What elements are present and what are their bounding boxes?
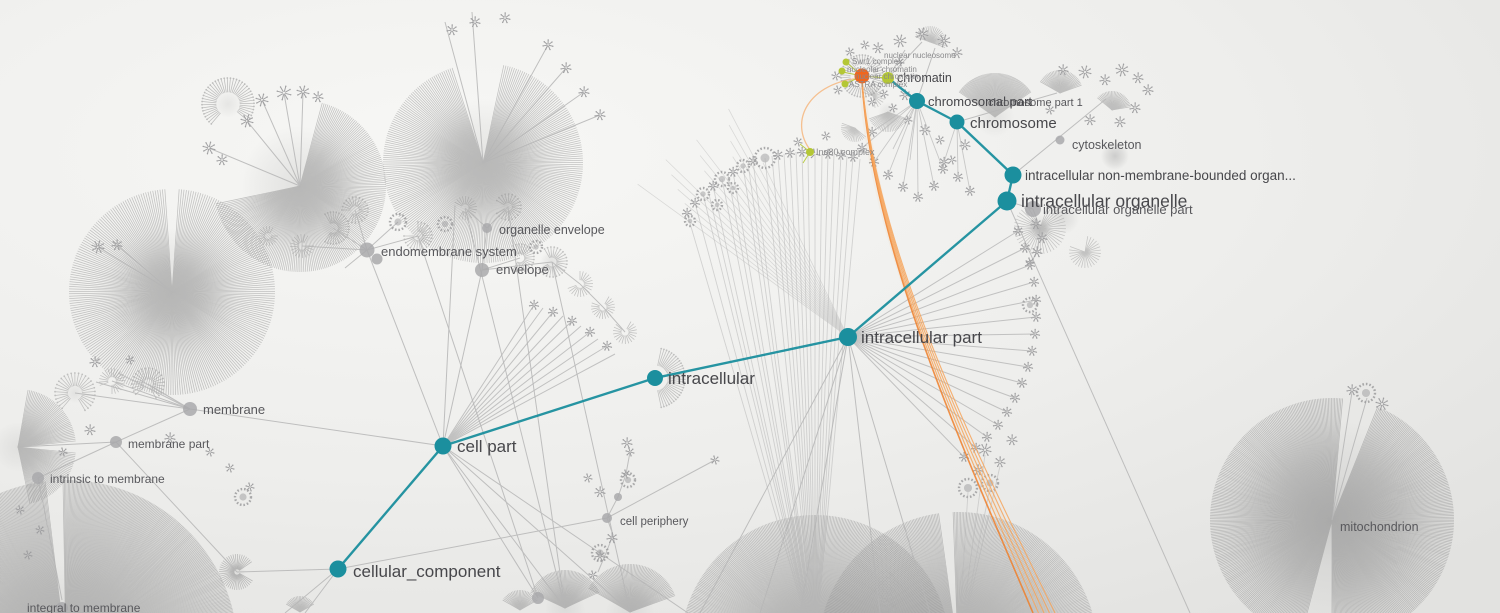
term-node-ino80-complex[interactable] <box>806 148 814 156</box>
cluster-fans <box>0 25 1455 613</box>
cluster-fan <box>1209 397 1455 613</box>
cluster-fan <box>1097 90 1131 111</box>
term-label: cell periphery <box>620 516 689 528</box>
term-label: mitochondrion <box>1340 520 1419 534</box>
term-node-swr1-complex[interactable] <box>842 58 850 66</box>
term-node[interactable] <box>532 592 544 604</box>
term-label: nuclear chromatin <box>855 72 919 81</box>
term-label: cellular_component <box>353 562 501 581</box>
term-label: intracellular part <box>861 328 982 347</box>
cluster-fan <box>383 65 584 264</box>
term-label: ASTRA complex <box>849 80 907 89</box>
term-node-chromatin[interactable] <box>882 72 894 84</box>
term-label: intracellular organelle part <box>1043 202 1193 217</box>
cluster-fan <box>54 372 96 412</box>
term-node[interactable] <box>110 436 122 448</box>
cluster-fan <box>1039 69 1082 94</box>
term-node-intracellular[interactable] <box>647 370 663 386</box>
term-label: nucleolar chromatin <box>847 65 917 74</box>
term-label: cell part <box>457 437 517 456</box>
term-node-intracellular-organelle[interactable] <box>997 191 1017 211</box>
cluster-fan <box>0 479 234 613</box>
term-node[interactable] <box>1055 135 1065 145</box>
cluster-fan <box>1069 236 1101 269</box>
cluster-fan <box>403 221 433 251</box>
cluster-fan <box>289 234 314 259</box>
term-label: intrinsic to membrane <box>50 472 165 486</box>
cluster-fan <box>17 389 76 504</box>
term-node[interactable] <box>1025 201 1041 217</box>
term-labels: cellular_component cell part intracellular… <box>27 51 1419 613</box>
term-label: chromosome <box>970 115 1057 132</box>
term-node-cell-part[interactable] <box>434 437 452 455</box>
cluster-fan <box>588 563 676 613</box>
term-node-chromosome[interactable] <box>949 114 965 130</box>
term-node-intracellular-non-membrane-bounded-organelle[interactable] <box>1004 166 1022 184</box>
term-node[interactable] <box>614 493 622 501</box>
term-label: chromosome part 1 <box>988 97 1083 109</box>
term-node[interactable] <box>359 242 375 258</box>
cluster-fan <box>613 321 637 345</box>
term-label: integral to membrane <box>27 601 141 613</box>
cluster-fan <box>258 226 278 246</box>
term-node[interactable] <box>602 513 612 523</box>
cluster-fan <box>591 296 616 320</box>
cluster-fan <box>861 84 885 108</box>
term-label: nuclear nucleosome <box>884 51 956 60</box>
cluster-fan <box>567 271 594 297</box>
cluster-fan <box>218 553 253 591</box>
term-node[interactable] <box>56 602 68 613</box>
cluster-fan <box>495 193 522 221</box>
cluster-fan <box>914 25 946 48</box>
term-label: intracellular <box>668 369 755 388</box>
cluster-fan <box>324 211 350 245</box>
term-node-nuclear-chromatin[interactable] <box>838 67 846 75</box>
term-label: intracellular organelle <box>1021 191 1187 211</box>
path-nodes <box>329 58 1022 578</box>
hub-spray <box>847 230 1037 458</box>
term-node[interactable] <box>475 263 489 277</box>
cluster-fan <box>341 196 369 224</box>
term-label: chromosomal part <box>928 94 1032 109</box>
hub-spray <box>442 304 616 447</box>
cluster-fan <box>958 73 1032 118</box>
term-label: Swr1 complex <box>852 57 902 66</box>
term-label: endomembrane system <box>381 244 517 259</box>
cluster-fan <box>215 102 387 273</box>
cluster-fan <box>538 246 568 278</box>
selection-link-bundle <box>801 77 1056 613</box>
term-label: chromatin <box>897 71 952 85</box>
term-label: cytoskeleton <box>1072 138 1142 152</box>
term-node-cellular-component[interactable] <box>329 560 347 578</box>
term-node-intracellular-part[interactable] <box>839 328 857 346</box>
hub-spray <box>861 100 944 198</box>
term-node[interactable] <box>371 253 383 265</box>
term-node[interactable] <box>482 223 492 233</box>
hub-spray <box>686 151 861 613</box>
term-label: intracellular non-membrane-bounded organ… <box>1025 168 1296 183</box>
term-node-chromosomal-part[interactable] <box>909 93 925 109</box>
term-label: Ino80 complex <box>816 147 875 157</box>
term-node[interactable] <box>32 472 44 484</box>
term-label: membrane <box>203 402 265 417</box>
term-label: envelope <box>496 262 549 277</box>
term-node-selected-term[interactable] <box>854 68 870 84</box>
graph-edges <box>17 11 1368 613</box>
gray-nodes <box>32 135 1065 613</box>
cluster-fan <box>841 122 866 143</box>
term-node-astra-complex[interactable] <box>841 80 849 88</box>
term-label: membrane part <box>128 437 210 451</box>
term-node[interactable] <box>183 402 197 416</box>
rosette-rings <box>233 146 1377 563</box>
term-label: organelle envelope <box>499 223 605 237</box>
highlight-path <box>337 77 1015 570</box>
